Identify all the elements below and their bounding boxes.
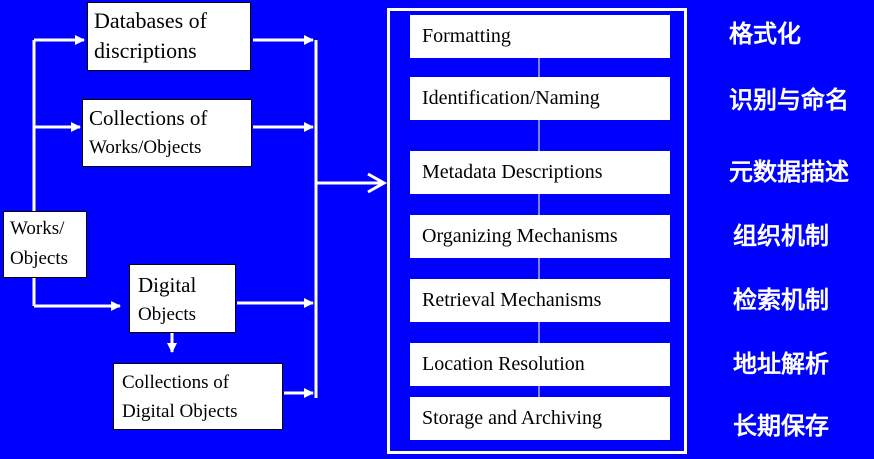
collections-works-line-1: Collections of bbox=[89, 106, 208, 130]
step-storage-archiving: Storage and Archiving bbox=[410, 397, 670, 440]
databases-line-2: discriptions bbox=[94, 38, 197, 63]
step-identification-naming: Identification/Naming bbox=[410, 77, 670, 120]
digital-objects-box: Digital Objects bbox=[129, 264, 236, 333]
digital-line-2: Objects bbox=[138, 304, 197, 325]
label-metadata-zh: 元数据描述 bbox=[729, 158, 849, 186]
collections-digital-line-1: Collections of bbox=[122, 372, 230, 393]
label-retrieval-zh: 检索机制 bbox=[733, 286, 829, 314]
label-storage-zh: 长期保存 bbox=[733, 412, 829, 440]
label-formatting-zh: 格式化 bbox=[729, 20, 801, 48]
step-formatting: Formatting bbox=[410, 15, 670, 58]
works-line-1: Works/ bbox=[10, 218, 65, 239]
digital-line-1: Digital bbox=[138, 273, 197, 297]
label-location-zh: 地址解析 bbox=[733, 350, 829, 378]
collections-of-digital-objects-box: Collections of Digital Objects bbox=[113, 363, 283, 430]
process-frame bbox=[387, 8, 687, 454]
step-location-resolution: Location Resolution bbox=[410, 343, 670, 386]
works-objects-box: Works/ Objects bbox=[3, 211, 87, 278]
step-retrieval-mechanisms: Retrieval Mechanisms bbox=[410, 279, 670, 322]
label-organizing-zh: 组织机制 bbox=[733, 222, 829, 250]
step-organizing-mechanisms: Organizing Mechanisms bbox=[410, 215, 670, 258]
collections-works-line-2: Works/Objects bbox=[89, 137, 202, 158]
step-metadata-descriptions: Metadata Descriptions bbox=[410, 151, 670, 194]
works-line-2: Objects bbox=[10, 248, 69, 269]
databases-of-descriptions-box: Databases of discriptions bbox=[87, 2, 251, 71]
label-identification-zh: 识别与命名 bbox=[729, 86, 849, 114]
collections-digital-line-2: Digital Objects bbox=[122, 401, 238, 422]
collections-of-works-box: Collections of Works/Objects bbox=[82, 99, 252, 167]
databases-line-1: Databases of bbox=[94, 8, 208, 33]
